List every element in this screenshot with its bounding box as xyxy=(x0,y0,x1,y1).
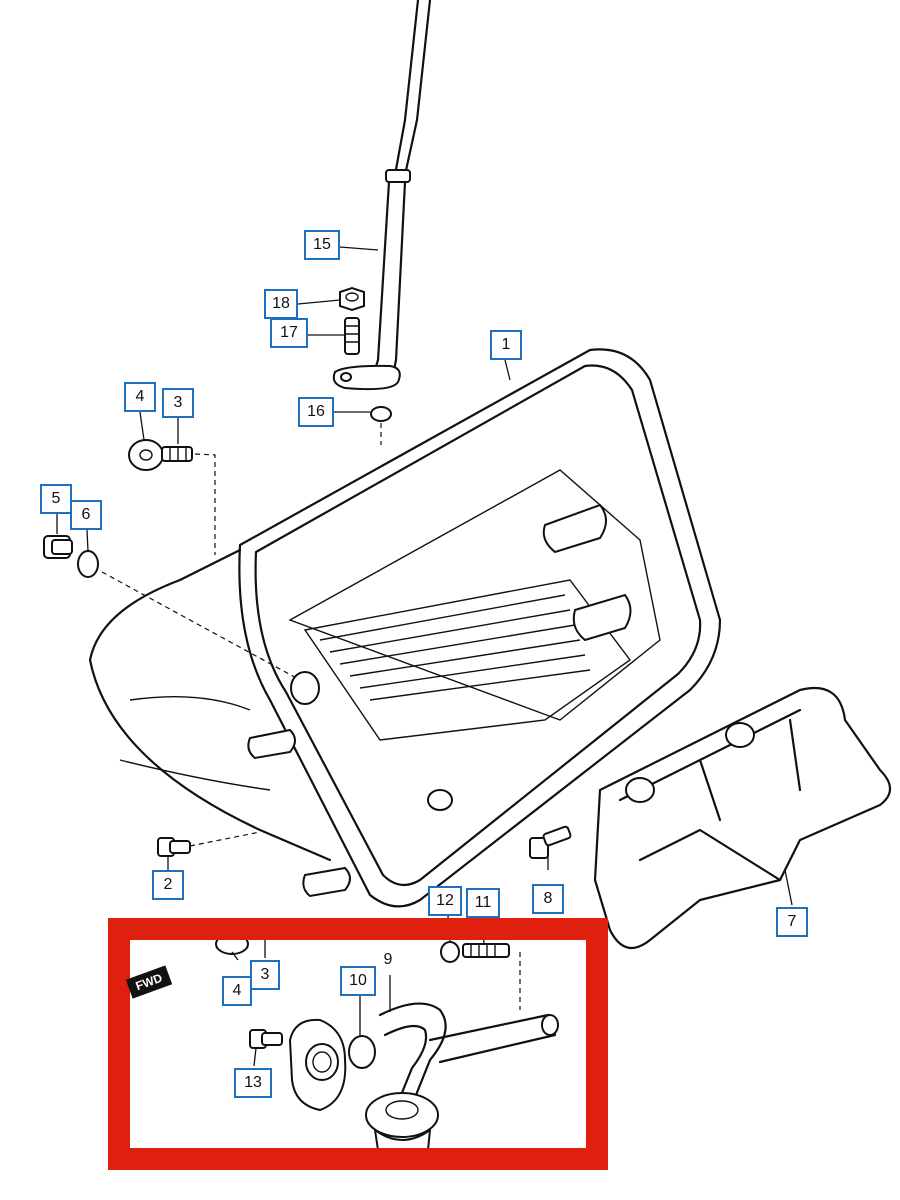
callout-11[interactable]: 11 xyxy=(466,888,500,918)
nut-18 xyxy=(339,286,365,312)
callout-2[interactable]: 2 xyxy=(152,870,184,900)
callout-17[interactable]: 17 xyxy=(270,318,308,348)
stud-17 xyxy=(344,317,360,355)
bolt-13 xyxy=(249,1029,283,1049)
bolt-8 xyxy=(529,825,572,859)
callout-13[interactable]: 13 xyxy=(234,1068,272,1098)
callout-16[interactable]: 16 xyxy=(298,397,334,427)
callout-6[interactable]: 6 xyxy=(70,500,102,530)
callout-18[interactable]: 18 xyxy=(264,289,298,319)
callout-1[interactable]: 1 xyxy=(490,330,522,360)
strainer-flange xyxy=(288,1018,347,1112)
callout-5[interactable]: 5 xyxy=(40,484,72,514)
stud-11 xyxy=(462,943,510,958)
callout-8[interactable]: 8 xyxy=(532,884,564,914)
callout-3-top[interactable]: 3 xyxy=(162,388,194,418)
o-ring-16 xyxy=(370,406,392,422)
oil-pan xyxy=(88,348,722,908)
leader-lines xyxy=(56,246,793,1067)
bolt-2 xyxy=(157,837,191,857)
callout-3-bottom[interactable]: 3 xyxy=(250,960,280,990)
dipstick xyxy=(332,0,432,391)
callout-7[interactable]: 7 xyxy=(776,907,808,937)
callout-15[interactable]: 15 xyxy=(304,230,340,260)
baffle-plate-7 xyxy=(593,686,892,950)
drain-plug-5 xyxy=(43,535,73,559)
o-ring-10 xyxy=(348,1035,376,1069)
nut-4-top xyxy=(128,439,164,471)
callout-4-top[interactable]: 4 xyxy=(124,382,156,412)
callout-12[interactable]: 12 xyxy=(428,886,462,916)
highlight-frame xyxy=(108,918,608,1170)
callout-4-bottom[interactable]: 4 xyxy=(222,976,252,1006)
stud-3-top xyxy=(161,446,193,462)
washer-6 xyxy=(77,550,99,578)
callout-10[interactable]: 10 xyxy=(340,966,376,996)
callout-9[interactable]: 9 xyxy=(383,951,393,968)
